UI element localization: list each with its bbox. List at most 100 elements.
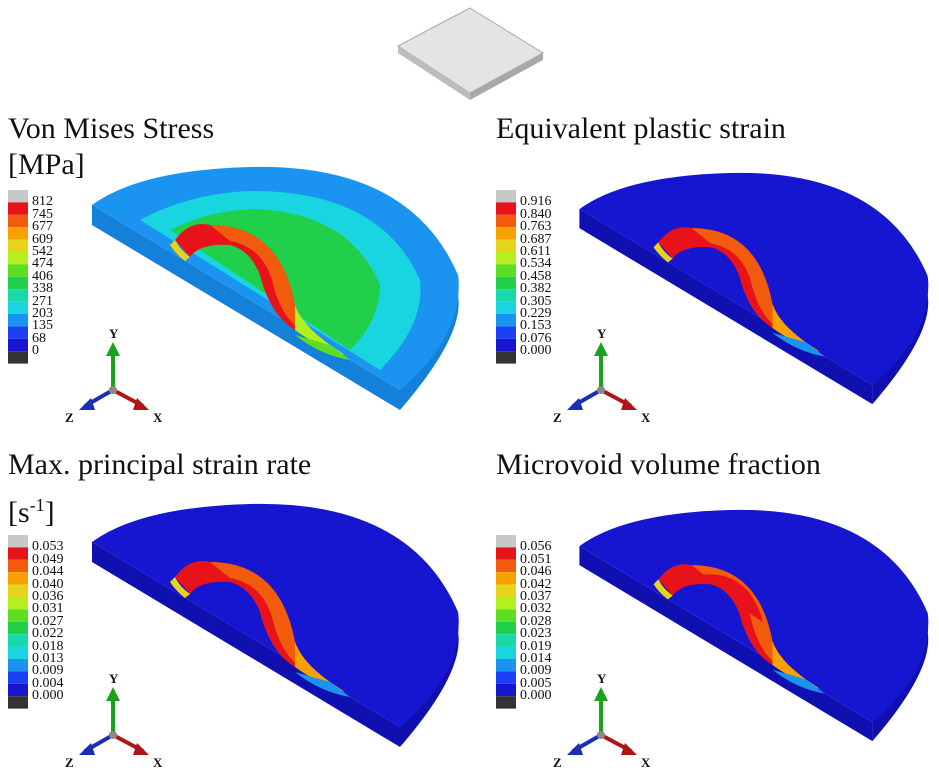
legend-label: 474 <box>32 256 53 272</box>
legend-swatch <box>8 326 28 339</box>
legend-label: 0.036 <box>32 589 64 604</box>
legend-swatch <box>8 634 28 647</box>
legend-swatch <box>8 547 28 560</box>
legend-label: 0.009 <box>32 663 64 679</box>
legend-label: 68 <box>32 330 46 346</box>
legend-swatch <box>496 301 516 314</box>
panel-unit: [MPa] <box>8 148 85 181</box>
legend-swatch <box>496 535 516 548</box>
legend-colorbar <box>496 535 516 709</box>
legend-swatch <box>496 239 516 252</box>
legend-swatch <box>8 338 28 352</box>
legend-swatch <box>8 646 28 659</box>
legend-label: 0.051 <box>520 551 552 567</box>
legend-colorbar <box>8 535 28 709</box>
legend-swatch <box>496 227 516 240</box>
legend-swatch <box>8 659 28 672</box>
axis-triad-icon: YXZ <box>65 326 163 425</box>
panel-unit: [s-1] <box>8 495 55 529</box>
panel-title: Von Mises Stress <box>8 112 215 145</box>
legend-label: 0.031 <box>32 601 64 617</box>
legend-label: 0.458 <box>520 268 552 284</box>
legend-label: 0.153 <box>520 318 552 334</box>
legend-swatch <box>496 646 516 659</box>
legend-label: 271 <box>32 293 53 309</box>
axis-triad-icon: YXZ <box>553 326 651 425</box>
legend-swatch <box>496 351 516 364</box>
legend-label: 338 <box>32 281 53 297</box>
legend-label: 0.004 <box>32 675 64 691</box>
legend-swatch <box>8 289 28 302</box>
legend-label: 0.027 <box>32 613 64 629</box>
axis-label-y: Y <box>597 326 607 341</box>
legend-swatch <box>8 351 28 364</box>
legend-swatch <box>496 634 516 647</box>
panel-title: Max. principal strain rate <box>8 448 312 481</box>
legend-swatch <box>496 264 516 277</box>
legend-swatch <box>496 659 516 672</box>
legend-swatch <box>496 559 516 573</box>
legend-swatch <box>496 289 516 302</box>
legend-label: 0.018 <box>32 638 64 654</box>
legend-swatch <box>496 252 516 265</box>
legend-swatch <box>8 621 28 635</box>
legend-label: 0.305 <box>520 293 552 309</box>
legend-label: 0.046 <box>520 564 552 580</box>
legend-swatch <box>8 239 28 252</box>
legend-swatch <box>8 535 28 548</box>
legend-swatch <box>496 572 516 585</box>
legend-label: 406 <box>32 268 53 284</box>
legend-swatch <box>496 338 516 352</box>
axis-label-z: Z <box>553 755 562 770</box>
contour-plot-peeq <box>579 172 929 405</box>
legend-label: 0.840 <box>520 206 552 222</box>
legend-swatch <box>496 683 516 697</box>
legend-swatch <box>496 671 516 684</box>
axis-label-x: X <box>641 755 651 770</box>
contour-plot-void <box>579 509 929 742</box>
legend-label: 677 <box>32 219 53 235</box>
legend-swatch <box>496 190 516 203</box>
legend-swatch <box>496 214 516 228</box>
legend-swatch <box>496 326 516 339</box>
legend-label: 0.687 <box>520 231 552 247</box>
panel-title: Microvoid volume fraction <box>496 448 821 481</box>
legend-label: 203 <box>32 306 53 321</box>
legend-label: 0.022 <box>32 626 64 642</box>
legend-swatch <box>8 301 28 314</box>
axis-label-y: Y <box>597 671 607 686</box>
legend-swatch <box>8 264 28 277</box>
legend-label: 0.056 <box>520 539 552 555</box>
legend-label: 0.009 <box>520 663 552 679</box>
legend-label: 0.382 <box>520 281 552 297</box>
legend-label: 812 <box>32 194 53 210</box>
legend-colorbar <box>496 190 516 364</box>
legend-label: 135 <box>32 318 53 334</box>
legend-label: 0.019 <box>520 638 552 654</box>
plate-icon <box>397 7 544 100</box>
contour-plot-rate <box>92 503 459 747</box>
legend-label: 0.040 <box>32 576 64 592</box>
axis-label-y: Y <box>109 671 119 686</box>
legend-swatch <box>8 202 28 215</box>
legend-label: 0.044 <box>32 564 64 580</box>
legend-label: 0.037 <box>520 589 552 604</box>
legend-swatch <box>496 276 516 290</box>
legend-label: 0.042 <box>520 576 552 592</box>
legend-label: 0.023 <box>520 626 552 642</box>
legend-swatch <box>8 572 28 585</box>
legend-label: 0.049 <box>32 551 64 567</box>
legend-label: 0.014 <box>520 651 552 666</box>
legend-label: 0.229 <box>520 306 552 321</box>
legend-swatch <box>496 314 516 327</box>
axis-label-x: X <box>153 755 163 770</box>
legend-swatch <box>8 609 28 622</box>
legend-label: 0.916 <box>520 194 552 210</box>
legend-swatch <box>8 584 28 597</box>
legend-label: 0.013 <box>32 651 64 666</box>
legend-label: 0.076 <box>520 330 552 346</box>
legend-label: 0.611 <box>520 244 551 259</box>
legend-label: 0.763 <box>520 219 552 235</box>
legend-swatch <box>496 597 516 610</box>
legend-swatch <box>8 559 28 573</box>
